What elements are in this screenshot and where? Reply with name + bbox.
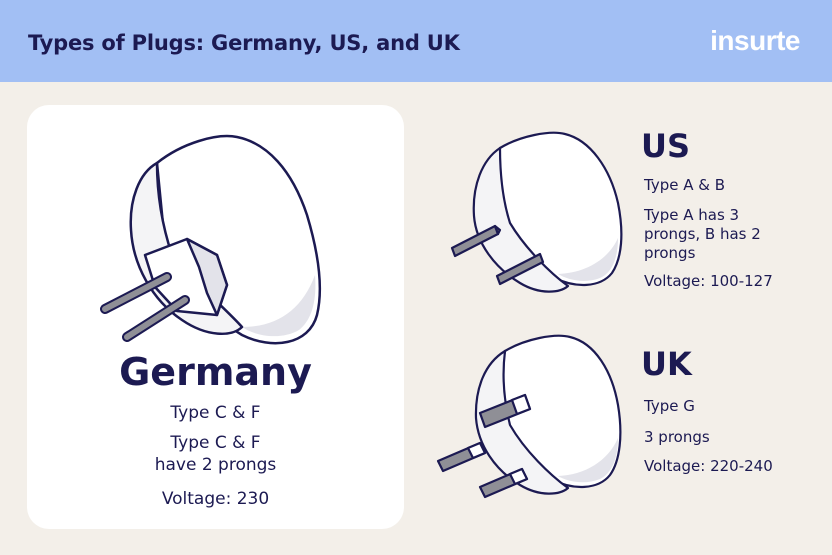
germany-title: Germany	[119, 350, 312, 394]
us-prongs-line3: prongs	[644, 244, 696, 262]
germany-voltage: Voltage: 230	[161, 489, 270, 509]
germany-prongs-line2: have 2 prongs	[154, 455, 277, 475]
us-plug-icon	[450, 131, 623, 293]
page-title: Types of Plugs: Germany, US, and UK	[28, 31, 460, 55]
header-banner: Types of Plugs: Germany, US, and UK insu…	[0, 0, 832, 82]
us-title: US	[641, 127, 691, 165]
brand-logo: insurte	[710, 25, 800, 56]
uk-title: UK	[641, 345, 692, 383]
germany-prongs-line1: Type C & F	[170, 433, 261, 453]
germany-types: Type C & F	[170, 403, 261, 423]
germany-plug-icon	[100, 134, 321, 345]
uk-prongs: 3 prongs	[644, 428, 710, 446]
us-voltage: Voltage: 100-127	[644, 272, 773, 290]
us-prongs-line1: Type A has 3	[644, 206, 740, 224]
germany-card: Germany Type C & F Type C & F have 2 pro…	[27, 105, 404, 529]
uk-plug-icon	[436, 334, 622, 499]
us-types: Type A & B	[644, 176, 726, 194]
us-prongs-line2: prongs, B has 2	[644, 225, 761, 243]
uk-voltage: Voltage: 220-240	[644, 457, 773, 475]
uk-types: Type G	[644, 397, 695, 415]
